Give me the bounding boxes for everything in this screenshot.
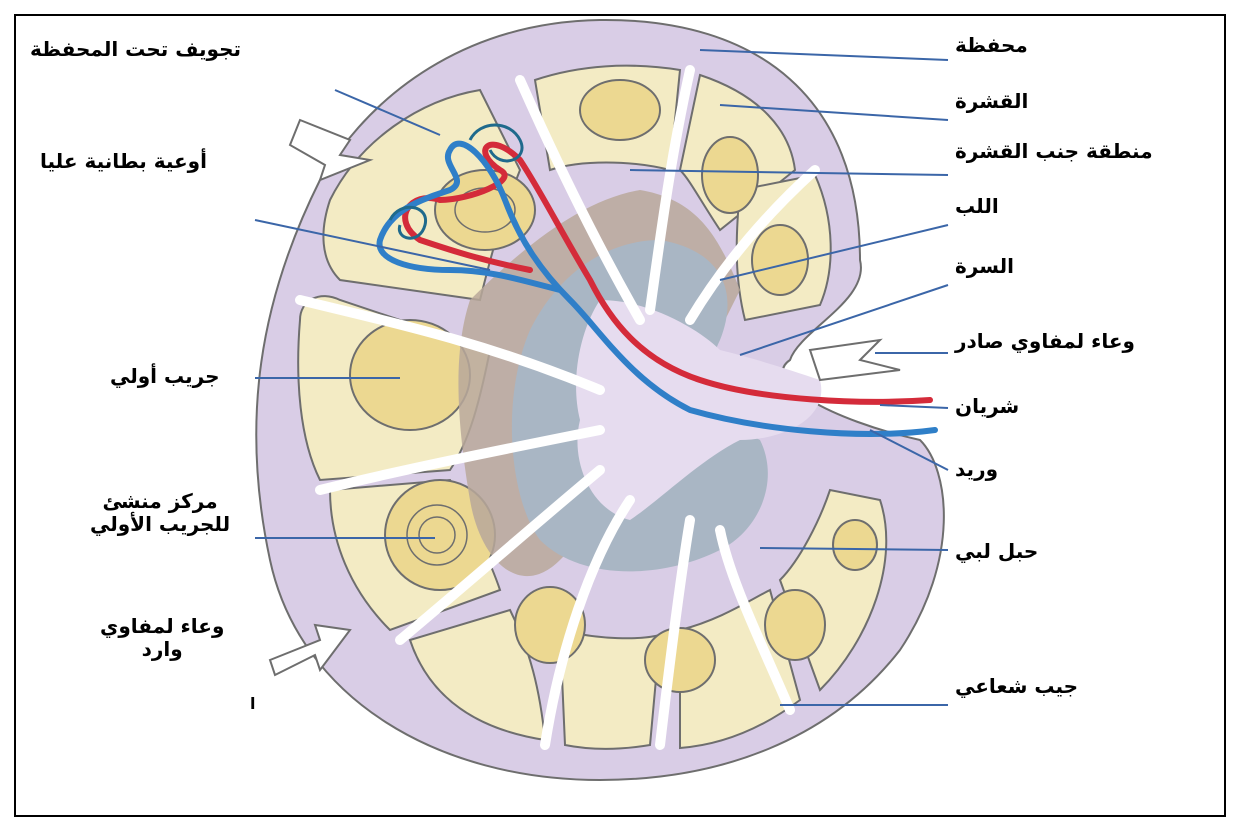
label-cortex: القشرة [955, 90, 1028, 113]
label-germinal-center-line1: مركز منشئ [90, 490, 230, 513]
label-hilum: السرة [955, 255, 1014, 278]
label-germinal-center-line2: للجريب الأولي [90, 513, 230, 536]
label-afferent-lymphatic-line2: وارد [100, 638, 224, 661]
label-artery: شريان [955, 395, 1019, 418]
label-capsule: محفظة [955, 34, 1028, 57]
label-primary-follicle: جريب أولي [110, 365, 220, 388]
label-medulla: اللب [955, 195, 999, 218]
label-vein: وريد [955, 458, 998, 481]
label-trabecular-sinus: جيب شعاعي [955, 675, 1078, 698]
label-afferent-lymphatic: وعاء لمفاوي وارد [100, 615, 224, 661]
label-subcapsular-sinus: تجويف تحت المحفظة [30, 38, 241, 61]
label-high-endothelial-venules: أوعية بطانية عليا [40, 150, 207, 173]
label-germinal-center: مركز منشئ للجريب الأولي [90, 490, 230, 536]
stray-mark: l [250, 695, 255, 713]
efferent-lymphatic-vessel [810, 340, 900, 380]
label-paracortex: منطقة جنب القشرة [955, 140, 1153, 163]
label-efferent-lymphatic: وعاء لمفاوي صادر [955, 330, 1135, 353]
label-afferent-lymphatic-line1: وعاء لمفاوي [100, 615, 224, 638]
label-medullary-cord: حبل لبي [955, 540, 1038, 563]
